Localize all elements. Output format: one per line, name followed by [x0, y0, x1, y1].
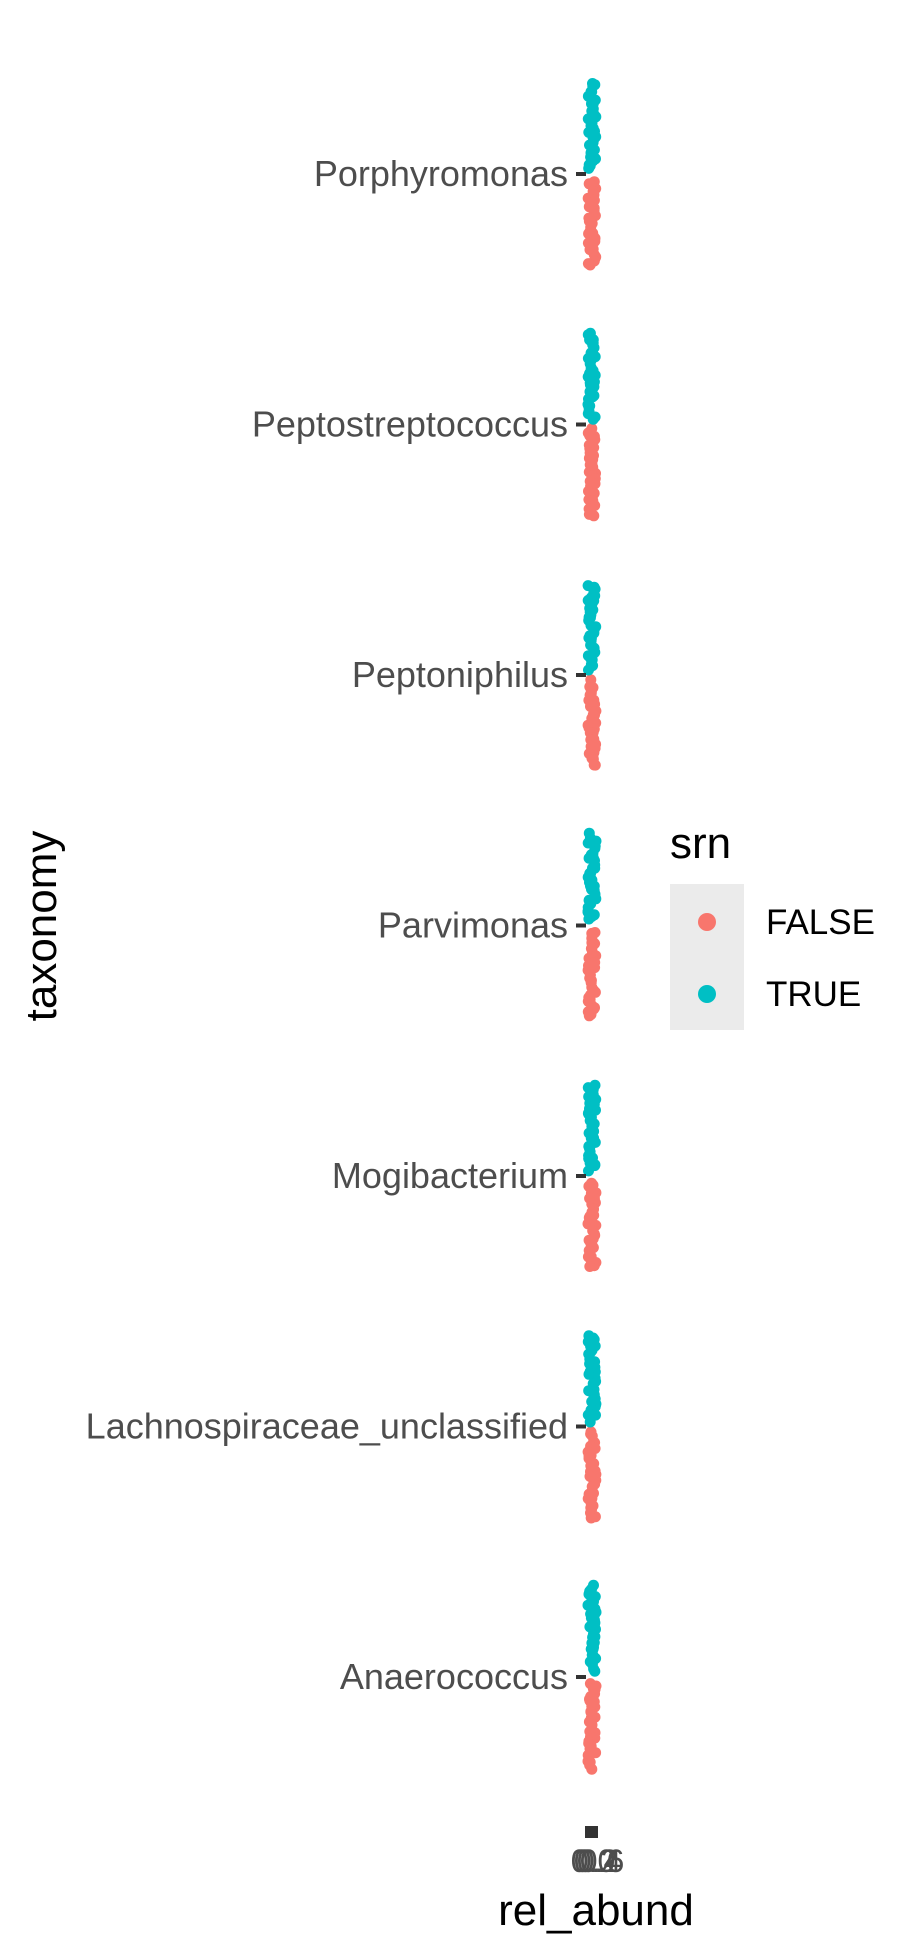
y-tick-label: Anaerococcus: [340, 1656, 568, 1697]
series-false-points: [582, 1678, 602, 1775]
data-point: [589, 1079, 601, 1091]
legend-label-false: FALSE: [766, 903, 875, 942]
y-tick-label: Peptostreptococcus: [252, 404, 568, 445]
x-axis-title: rel_abund: [498, 1886, 694, 1935]
legend-label-true: TRUE: [766, 975, 861, 1014]
data-point: [586, 1763, 598, 1775]
data-point: [588, 759, 600, 771]
x-tick-label: 0.2: [574, 1843, 618, 1879]
y-tick-label: Lachnospiraceae_unclassified: [86, 1406, 568, 1447]
series-false-points: [582, 927, 602, 1022]
series-true-points: [582, 1579, 602, 1677]
data-point: [588, 1579, 599, 1591]
y-tick-label: Mogibacterium: [332, 1155, 568, 1196]
legend-key-true: [698, 985, 716, 1003]
y-tick-label: Parvimonas: [378, 905, 568, 946]
series-false-points: [582, 674, 602, 771]
x-axis: 0.00.20.40.6: [571, 1826, 624, 1879]
data-point: [583, 827, 595, 839]
y-axis-title: taxonomy: [17, 831, 66, 1022]
x-tick-label: 0.6: [580, 1843, 624, 1879]
series-false-points: [582, 1177, 602, 1272]
x-tick-label: 0.4: [577, 1843, 621, 1879]
series-true-points: [582, 78, 602, 174]
series-false-points: [582, 423, 601, 522]
legend: srn FALSE TRUE: [670, 819, 875, 1030]
y-axis: Anaerococcus Lachnospiraceae_unclassified…: [86, 153, 586, 1697]
data-point: [585, 1512, 597, 1524]
series-true-points: [582, 1079, 602, 1177]
data-point: [588, 510, 600, 522]
data-point: [589, 79, 601, 91]
series-false-points: [582, 176, 602, 271]
legend-title: srn: [670, 819, 731, 868]
series-true-points: [582, 580, 602, 676]
legend-key-background: [670, 884, 744, 1030]
data-point: [582, 580, 594, 592]
x-tick-label: 0.0: [571, 1843, 615, 1879]
data-point: [585, 1009, 597, 1020]
series-true-points: [582, 327, 601, 425]
legend-key-false: [698, 913, 716, 931]
y-tick-label: Porphyromonas: [314, 153, 568, 194]
data-point: [584, 327, 596, 339]
data-point: [584, 1261, 596, 1272]
series-true-points: [582, 1330, 602, 1428]
series-true-points: [582, 827, 602, 925]
data-point: [583, 1330, 595, 1342]
series-false-points: [582, 1426, 602, 1524]
points-layer: [582, 78, 602, 1775]
data-point: [584, 259, 596, 271]
y-tick-label: Peptoniphilus: [352, 654, 568, 695]
